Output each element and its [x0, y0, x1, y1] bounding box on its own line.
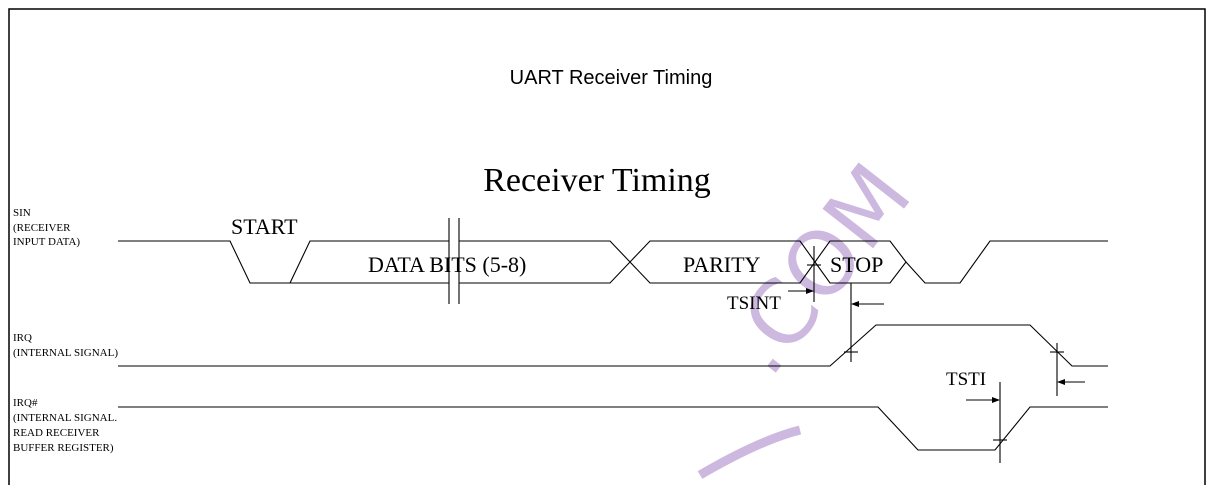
tsti-label: TSTI — [946, 369, 986, 390]
figure-frame — [8, 8, 1206, 485]
tsint-arrowhead — [851, 301, 859, 307]
start-field-label: START — [231, 214, 298, 239]
sin-start-low-trace — [118, 240, 290, 284]
sin-label-line: (RECEIVER — [13, 222, 71, 234]
diagram-title: Receiver Timing — [483, 162, 711, 199]
irq-label-line: (INTERNAL SIGNAL) — [13, 347, 118, 359]
tsti-timing-marker: TSTI — [946, 343, 1085, 463]
irq-n-trace — [118, 406, 1108, 451]
tsti-arrowhead — [992, 397, 1000, 403]
irq-signal-label: IRQ (INTERNAL SIGNAL) — [13, 332, 118, 359]
tsint-timing-marker: TSINT — [727, 246, 884, 362]
tsti-arrowhead — [1057, 379, 1065, 385]
watermark-stroke — [697, 425, 802, 479]
sin-data-frame-trace — [289, 240, 907, 284]
sin-idle-trace — [905, 240, 1108, 284]
sin-label-line: INPUT DATA) — [13, 236, 80, 248]
stop-field-label: STOP — [830, 252, 883, 277]
data-bits-field-label: DATA BITS (5-8) — [368, 252, 526, 277]
sin-time-break-gap — [449, 218, 459, 304]
sin-waveform — [118, 218, 1108, 304]
irq-trace — [118, 324, 1108, 367]
irq-n-label-line: (INTERNAL SIGNAL. — [13, 412, 117, 424]
tsint-arrowhead — [806, 288, 814, 294]
sin-label-line: SIN — [13, 207, 31, 219]
tsint-label: TSINT — [727, 293, 781, 314]
irq-n-waveform — [118, 406, 1108, 451]
irq-n-signal-label: IRQ# (INTERNAL SIGNAL. READ RECEIVER BUF… — [13, 397, 117, 454]
irq-n-label-line: BUFFER REGISTER) — [13, 442, 114, 454]
sin-signal-label: SIN (RECEIVER INPUT DATA) — [13, 207, 80, 248]
irq-n-label-line: IRQ# — [13, 397, 38, 409]
irq-waveform — [118, 324, 1108, 367]
irq-label-line: IRQ — [13, 332, 32, 344]
parity-field-label: PARITY — [683, 252, 761, 277]
figure-caption: UART Receiver Timing — [510, 67, 713, 89]
irq-n-label-line: READ RECEIVER — [13, 427, 100, 439]
